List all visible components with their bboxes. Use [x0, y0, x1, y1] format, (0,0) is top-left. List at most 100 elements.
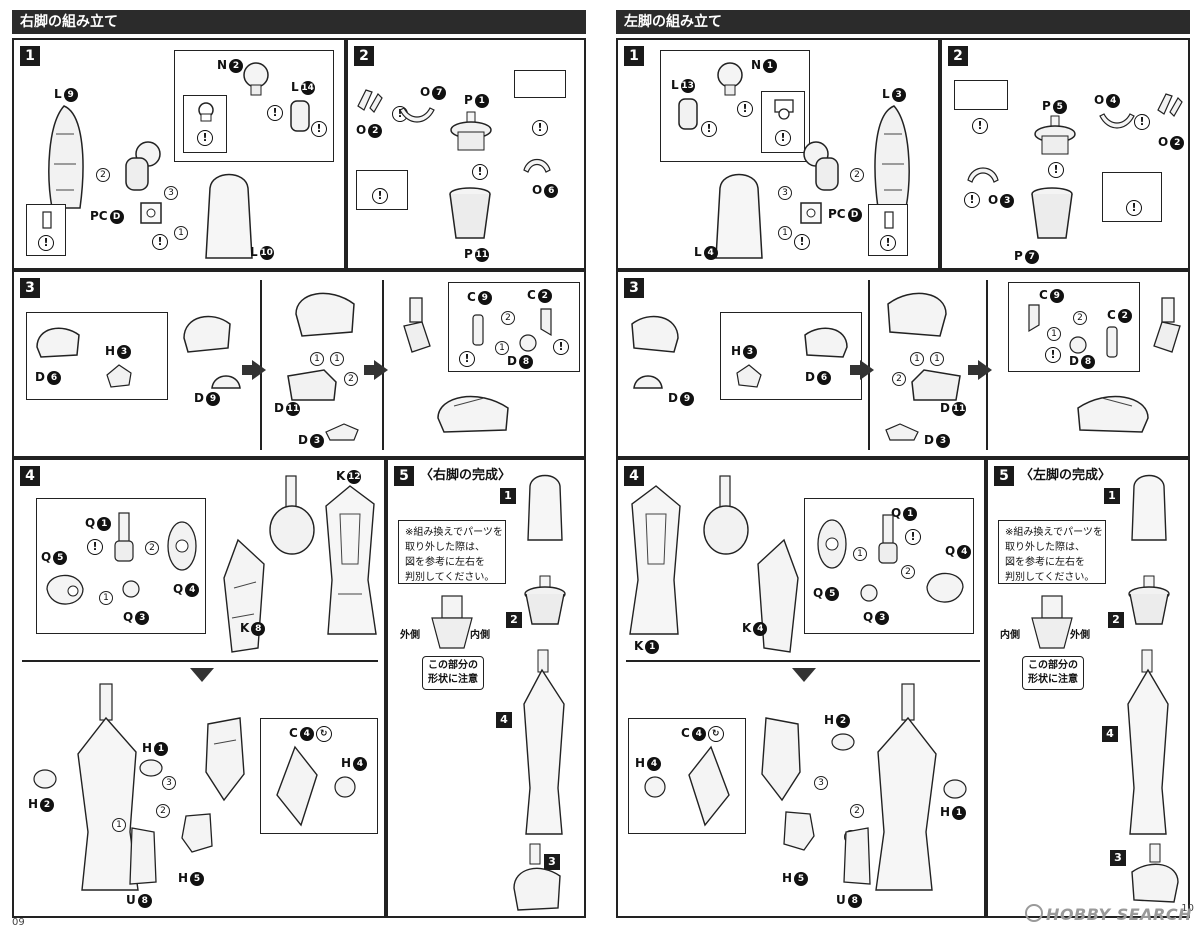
calf-panel-part [126, 826, 160, 888]
sole-frame-part [284, 368, 340, 404]
step-5-title: 〈左脚の完成〉 [1020, 468, 1112, 483]
detail-inset-c [514, 70, 566, 98]
keyhole-shape [772, 98, 796, 120]
warning-icon: ! [1134, 114, 1150, 130]
warning-icon: ! [794, 234, 810, 250]
watermark: HOBBY SEARCH [1025, 904, 1192, 924]
joint-block-part [798, 138, 846, 194]
order-marker-3: 3 [162, 776, 176, 790]
knee-cap-part [165, 519, 199, 573]
order-marker-1: 1 [99, 591, 113, 605]
arc-ring-part [398, 106, 436, 128]
step-number: 1 [20, 46, 40, 66]
warning-icon: ! [532, 120, 548, 136]
small-bracket-part [733, 361, 765, 389]
pin-part [517, 333, 539, 353]
warning-icon: ! [311, 121, 327, 137]
shape-caution: この部分の 形状に注意 [422, 656, 484, 690]
hip-joint-detail [1028, 594, 1076, 650]
order-marker-2: 2 [96, 168, 110, 182]
ankle-guard-part [178, 812, 216, 856]
step-5-panel: 5 〈右脚の完成〉 1 ※組み換えでパーツを 取り外した際は、 図を参考に左右を… [386, 458, 586, 918]
warning-icon: ! [267, 105, 283, 121]
step-number: 2 [948, 46, 968, 66]
foot-upper-part [178, 308, 236, 358]
order-marker-1: 1 [1047, 327, 1061, 341]
outer-side-label: 外側 [400, 630, 420, 641]
keyhole-shape [194, 102, 218, 122]
warning-icon: ! [38, 235, 54, 251]
step-number: 5 [994, 466, 1014, 486]
sub-step-badge: 4 [496, 712, 512, 728]
thigh-armor-part [524, 470, 566, 542]
small-bracket-part [103, 361, 135, 389]
step-5-panel: 5 〈左脚の完成〉 1 ※組み換えでパーツを 取り外した際は、 図を参考に左右を… [986, 458, 1190, 918]
down-arrow-icon [190, 668, 214, 682]
toe-plate-part [324, 422, 360, 442]
knee-shell-part [43, 567, 87, 613]
inner-side-label: 内側 [470, 630, 490, 641]
hip-joint-part [1126, 574, 1172, 628]
sole-frame-part [908, 368, 964, 404]
swirl-icon: ↻ [315, 725, 332, 742]
peg-part [469, 313, 487, 347]
note-line: 判別してください。 [405, 572, 495, 583]
socket-cup-part [1030, 186, 1074, 242]
ankle-guard-part [780, 810, 818, 854]
detail-inset-b: ! [26, 204, 66, 256]
lower-leg-assembly-part [1122, 648, 1174, 838]
panel-divider [22, 660, 378, 662]
pin-part [121, 579, 141, 599]
swirl-icon: ↻ [707, 725, 724, 742]
caution-line: 形状に注意 [428, 674, 478, 685]
detail-inset-a-sub: ! [183, 95, 227, 153]
shin-armor-part [748, 538, 804, 656]
right-arrow-icon [242, 360, 266, 380]
shaft-part [875, 513, 901, 567]
order-marker-3: 3 [164, 186, 178, 200]
joint-ball-part [241, 61, 271, 97]
assembly-note: ※組み換えでパーツを 取り外した際は、 図を参考に左右を 判別してください。 [998, 520, 1106, 584]
warning-icon: ! [553, 339, 569, 355]
order-marker-2: 2 [892, 372, 906, 386]
foot-assembly-part [290, 284, 360, 342]
warning-icon: ! [472, 164, 488, 180]
order-marker-2: 2 [344, 372, 358, 386]
detail-inset-b: ! [868, 204, 908, 256]
foot-upper-part [626, 308, 684, 358]
section-title: 左脚の組み立て [616, 10, 1190, 34]
arc-ring-part [966, 158, 1000, 186]
